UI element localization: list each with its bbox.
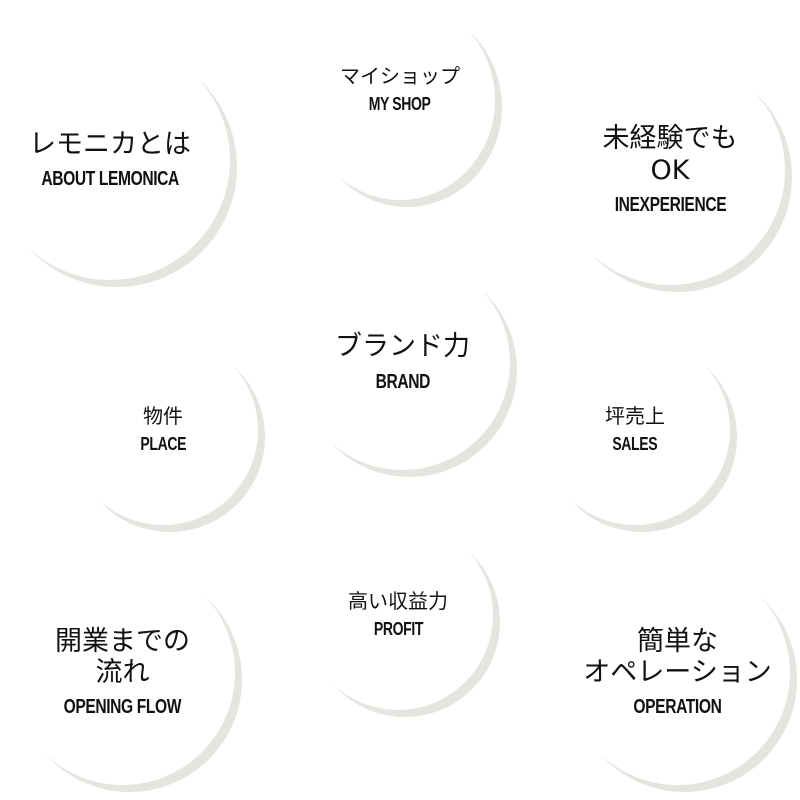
menu-circle-place[interactable]: 物件 PLACE <box>68 335 258 525</box>
menu-circle-place-en: PLACE <box>140 434 186 454</box>
menu-circle-opening-en: OPENING FLOW <box>63 696 182 719</box>
menu-circle-operation-jp: 簡単な <box>637 625 718 657</box>
menu-circle-profit[interactable]: 高い収益力 PROFIT <box>303 520 493 710</box>
menu-circle-about-jp: レモニカとは <box>29 128 191 160</box>
menu-circle-myshop-en: MY SHOP <box>369 94 431 114</box>
menu-circle-opening-jp: 開業までの <box>55 625 190 657</box>
menu-circle-place-jp: 物件 <box>143 404 183 428</box>
menu-circle-sales-jp: 坪売上 <box>605 404 665 428</box>
menu-circle-brand[interactable]: ブランド力 BRAND <box>295 255 510 470</box>
menu-circle-profit-jp: 高い収益力 <box>348 589 448 613</box>
menu-circle-profit-en: PROFIT <box>373 619 423 639</box>
menu-circle-about[interactable]: レモニカとは ABOUT LEMONICA <box>0 40 230 280</box>
menu-circle-operation-jp2: オペレーション <box>583 657 772 688</box>
menu-circle-operation-en: OPERATION <box>633 696 722 719</box>
menu-circle-sales-en: SALES <box>612 434 658 454</box>
menu-circle-opening[interactable]: 開業までの 流れ OPENING FLOW <box>10 560 235 785</box>
menu-circle-inexperience[interactable]: 未経験でも OK INEXPERIENCE <box>555 55 785 285</box>
menu-circle-operation[interactable]: 簡単な オペレーション OPERATION <box>565 560 790 785</box>
menu-circle-inexperience-en: INEXPERIENCE <box>614 193 726 216</box>
menu-circle-inexperience-jp: 未経験でも <box>602 123 738 155</box>
menu-circle-sales[interactable]: 坪売上 SALES <box>540 335 730 525</box>
menu-circle-opening-jp2: 流れ <box>95 657 150 688</box>
menu-circle-inexperience-jp2: OK <box>650 154 690 186</box>
menu-circle-brand-en: BRAND <box>375 370 430 393</box>
menu-circle-about-en: ABOUT LEMONICA <box>41 168 179 191</box>
menu-circle-myshop[interactable]: マイショップ MY SHOP <box>305 0 495 200</box>
menu-circle-myshop-jp: マイショップ <box>340 64 460 88</box>
menu-circle-brand-jp: ブランド力 <box>335 331 470 363</box>
